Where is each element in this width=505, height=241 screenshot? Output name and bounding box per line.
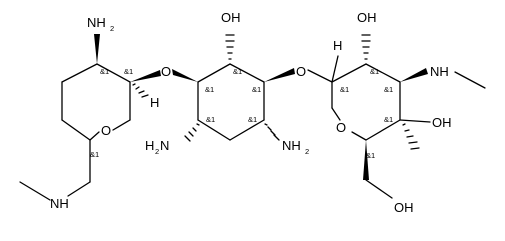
- wedge-bond: [400, 68, 428, 82]
- bond: [365, 63, 401, 83]
- bond: [197, 119, 231, 141]
- amino-subscript: 2: [305, 147, 309, 156]
- hydroxyl-label: OH: [394, 200, 414, 215]
- left-ring: [61, 63, 131, 141]
- hash-bond: [402, 123, 420, 150]
- amino-label: NH: [282, 138, 301, 153]
- right-ring: [331, 63, 401, 141]
- hydroxyl-label: OH: [221, 10, 241, 25]
- stereo-label: &1: [370, 67, 379, 76]
- hydrogen-label: H: [150, 95, 159, 110]
- bond: [89, 131, 100, 141]
- amino-subscript: 2: [110, 24, 114, 33]
- glycosidic-oxygen-label: O: [161, 64, 171, 79]
- wedge-bond: [172, 69, 198, 82]
- bond: [365, 119, 401, 141]
- hash-bond: [225, 34, 235, 60]
- stereo-label: &1: [384, 115, 393, 124]
- stereo-label: &1: [124, 67, 133, 76]
- amino-label: H: [145, 138, 154, 153]
- wedge-bond: [264, 68, 295, 82]
- stereo-label: &1: [233, 67, 242, 76]
- bond: [229, 63, 265, 83]
- amino-label: N: [160, 138, 169, 153]
- stereo-label: &1: [366, 151, 375, 160]
- bond: [307, 69, 333, 83]
- center-ring: [197, 63, 265, 141]
- hydroxyl-label: OH: [357, 10, 377, 25]
- bond: [331, 63, 367, 83]
- bond: [61, 63, 98, 83]
- bond: [197, 63, 231, 83]
- bond: [454, 71, 486, 89]
- hydrogen-label: H: [333, 38, 342, 53]
- bond: [96, 63, 131, 83]
- bond: [351, 131, 367, 141]
- hydroxyl-label: OH: [432, 115, 452, 130]
- bond: [67, 181, 91, 197]
- hash-bond: [132, 83, 149, 98]
- bond: [112, 119, 131, 131]
- methylamino-label: NH: [430, 64, 449, 79]
- bond: [229, 119, 265, 141]
- stereo-label: &1: [248, 115, 257, 124]
- stereo-descriptors: &1 &1 &1 &1 &1 &1 &1 &1 &1 &1 &1 &1 &1: [90, 67, 393, 160]
- wedge-bond: [363, 140, 369, 180]
- bond: [331, 55, 339, 83]
- stereo-label: &1: [252, 85, 261, 94]
- hash-bond: [361, 34, 371, 60]
- ring-oxygen-label: O: [101, 123, 111, 138]
- bond: [331, 107, 341, 121]
- amino-label: NH: [87, 15, 106, 30]
- bond: [61, 119, 91, 141]
- glycosidic-oxygen-label: O: [296, 64, 306, 79]
- stereo-label: &1: [206, 115, 215, 124]
- stereo-label: &1: [205, 85, 214, 94]
- stereo-label: &1: [90, 150, 99, 159]
- bond: [365, 179, 393, 199]
- stereo-label: &1: [340, 85, 349, 94]
- hash-bond: [184, 123, 200, 142]
- stereo-label: &1: [384, 85, 393, 94]
- ring-oxygen-label: O: [336, 120, 346, 135]
- bond: [19, 181, 51, 201]
- wedge-bond: [130, 70, 161, 82]
- amino-subscript: 2: [155, 147, 159, 156]
- stereo-label: &1: [100, 67, 109, 76]
- wedge-bond: [94, 34, 100, 64]
- methylamino-label: NH: [50, 196, 69, 211]
- hash-bond: [264, 123, 280, 141]
- bond: [399, 119, 431, 123]
